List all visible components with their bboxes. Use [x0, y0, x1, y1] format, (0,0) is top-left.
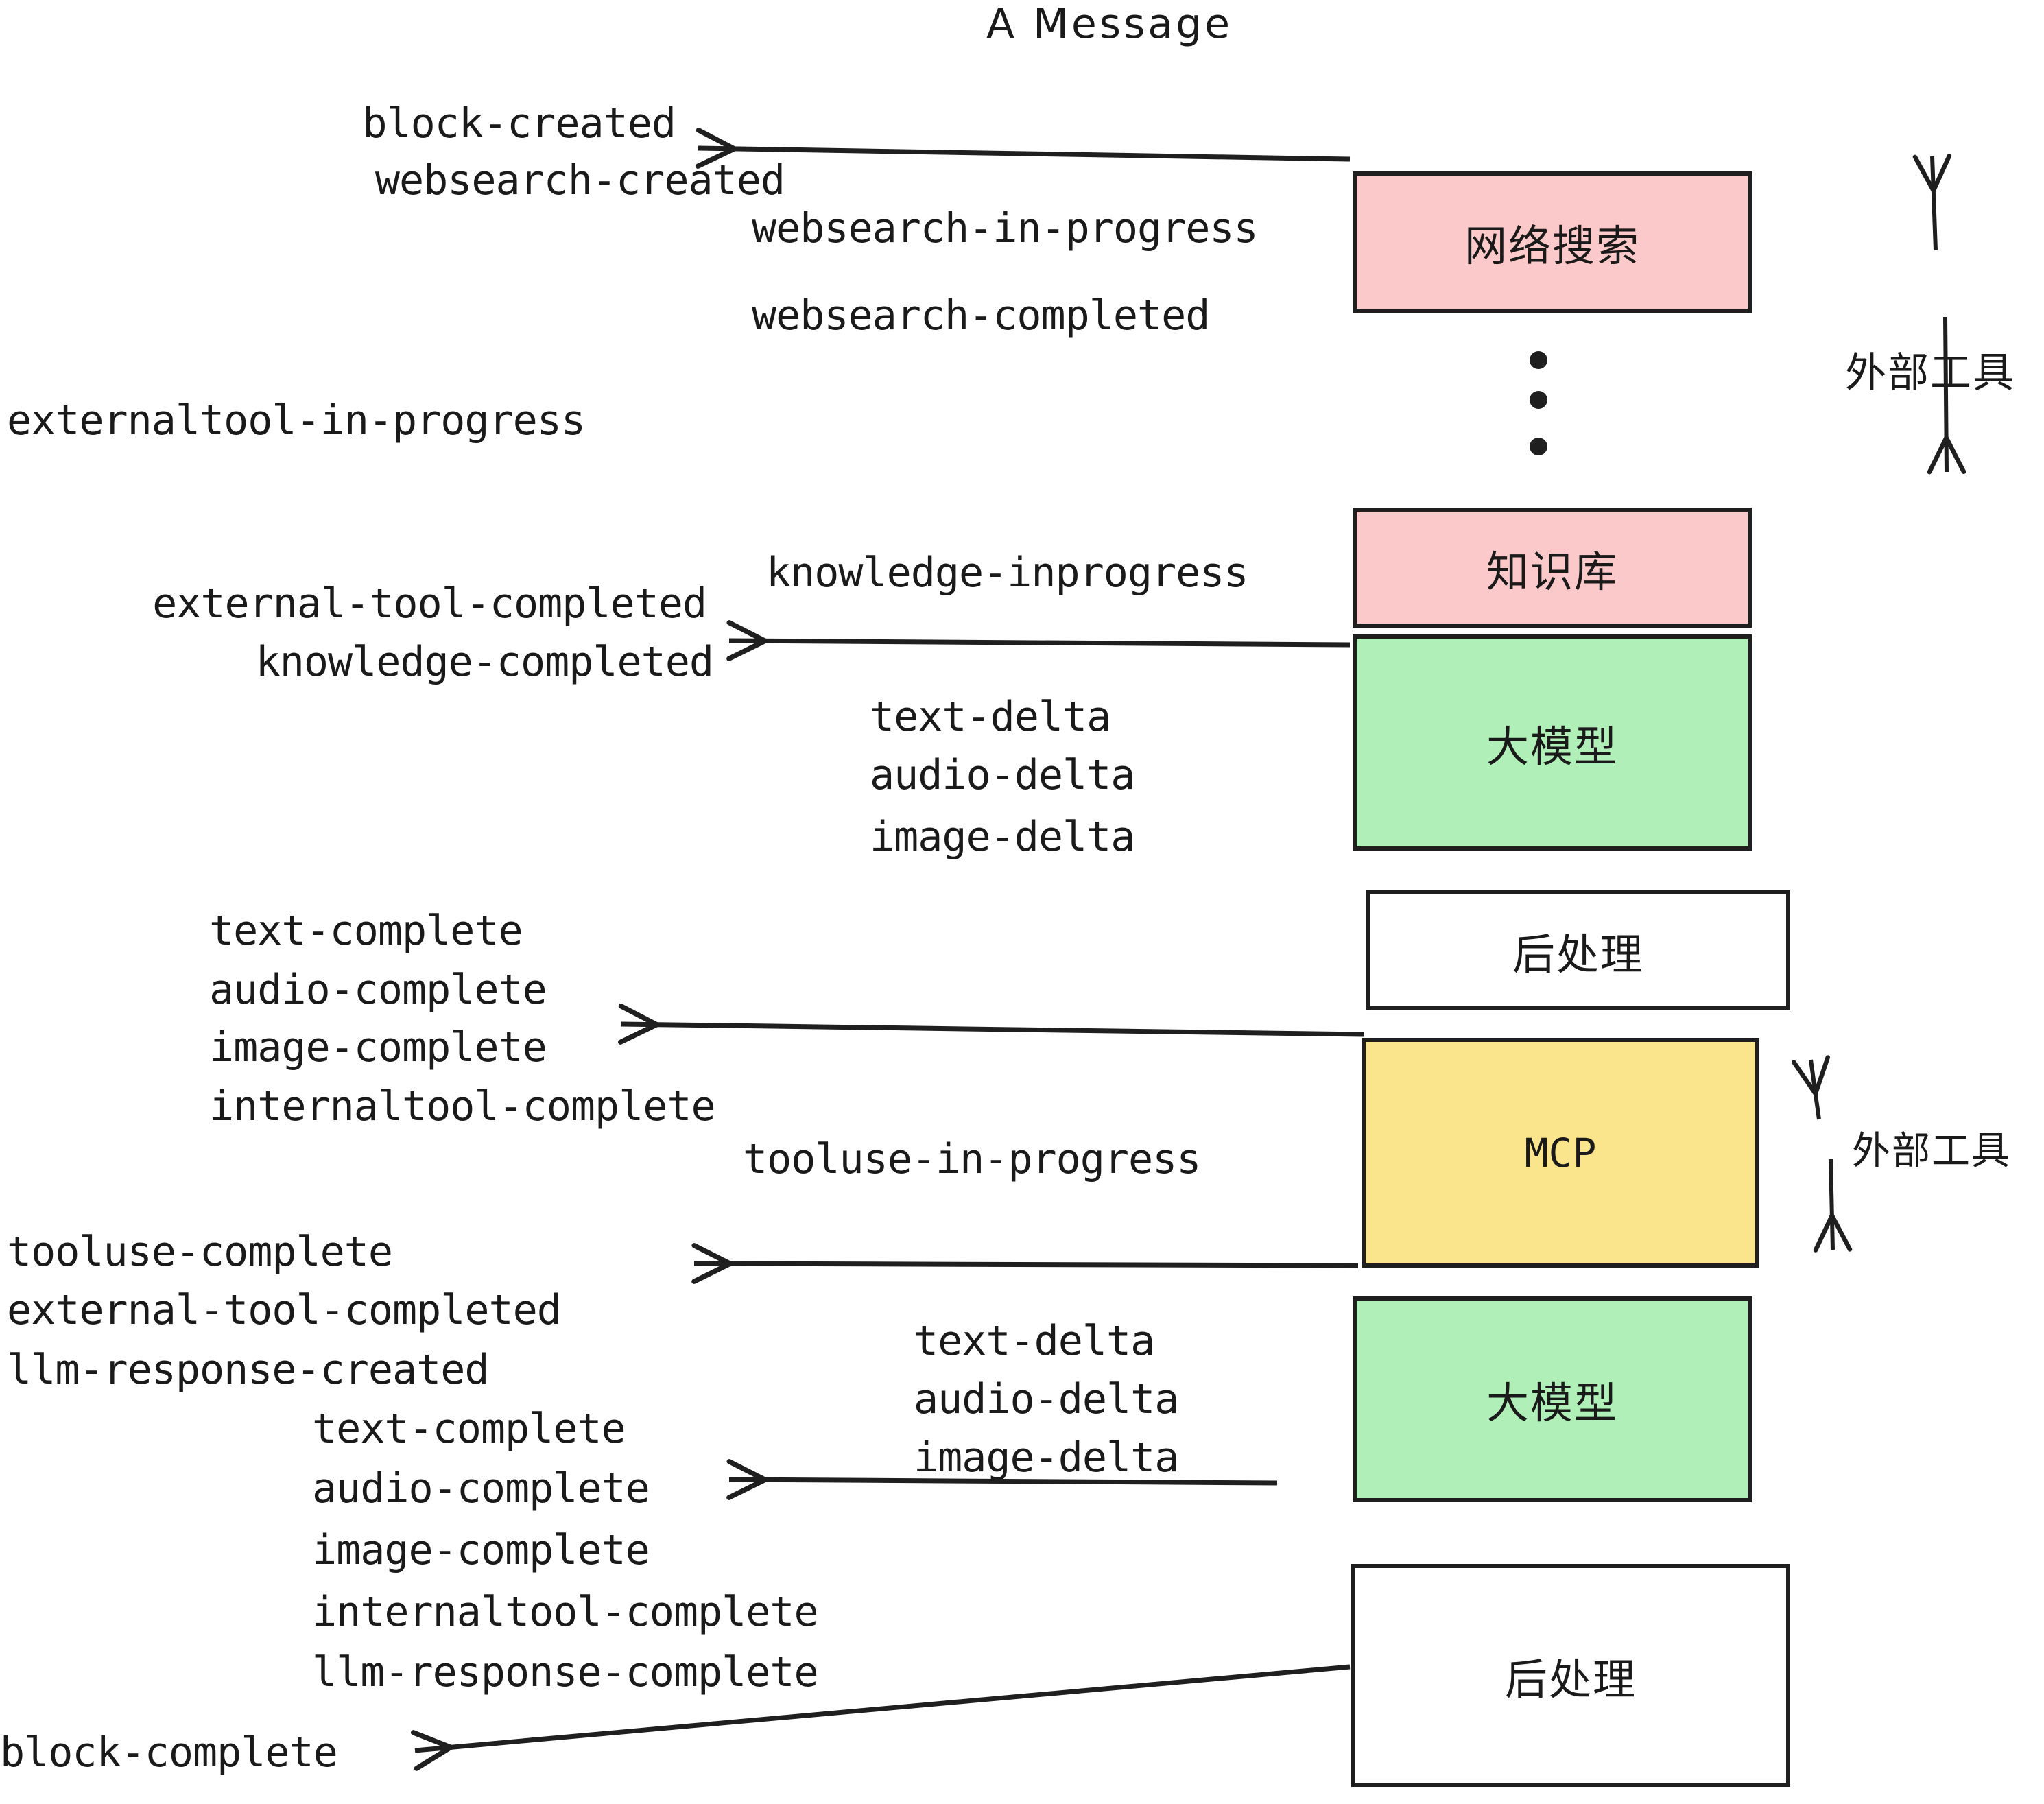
box-llm-second-label: 大模型: [1486, 1378, 1618, 1428]
box-llm-second: 大模型: [1353, 1296, 1752, 1502]
event-knowledge-completed: knowledge-completed: [255, 638, 714, 686]
event-tooluse-in-progress: tooluse-in-progress: [743, 1135, 1201, 1183]
box-knowledge: 知识库: [1353, 508, 1752, 628]
event-externaltool-in-progress: externaltool-in-progress: [7, 396, 586, 444]
event-external-tool-completed-second: external-tool-completed: [7, 1286, 562, 1334]
event-knowledge-inprogress: knowledge-inprogress: [766, 549, 1248, 597]
event-llm-response-created: llm-response-created: [7, 1346, 489, 1394]
event-websearch-completed: websearch-completed: [752, 292, 1210, 340]
event-image-delta-second: image-delta: [914, 1434, 1179, 1482]
event-llm-response-complete: llm-response-complete: [312, 1648, 819, 1696]
box-llm-first: 大模型: [1353, 634, 1752, 851]
box-postprocess-second-label: 后处理: [1504, 1654, 1637, 1705]
event-block-complete: block-complete: [0, 1729, 338, 1777]
diagram-title: A Message: [986, 0, 1233, 48]
box-mcp: MCP: [1362, 1038, 1759, 1268]
bracket-label-external-tool-bottom: 外部工具: [1852, 1129, 2011, 1174]
event-text-delta-second: text-delta: [914, 1317, 1155, 1365]
box-websearch: 网络搜索: [1353, 171, 1752, 313]
event-text-complete-first: text-complete: [209, 907, 523, 955]
ellipsis-dot: [1530, 391, 1547, 409]
arrow-external-tool-bottom-up: [1791, 1055, 1831, 1120]
box-knowledge-label: 知识库: [1486, 546, 1618, 597]
arrow-mcp-to-toolusecomplete: [691, 1243, 1359, 1284]
event-audio-complete-second: audio-complete: [312, 1464, 650, 1512]
box-llm-first-label: 大模型: [1486, 721, 1618, 772]
arrow-external-tool-bottom-down: [1813, 1159, 1853, 1253]
event-websearch-created: websearch-created: [375, 156, 785, 204]
box-postprocess-second: 后处理: [1351, 1564, 1790, 1787]
box-postprocess-first-label: 后处理: [1512, 929, 1644, 980]
event-internaltool-complete-second: internaltool-complete: [312, 1588, 819, 1636]
box-mcp-label: MCP: [1524, 1129, 1597, 1176]
event-internaltool-complete-first: internaltool-complete: [209, 1082, 716, 1130]
box-postprocess-first: 后处理: [1366, 890, 1790, 1010]
ellipsis-dot: [1530, 351, 1547, 369]
event-tooluse-complete: tooluse-complete: [7, 1228, 393, 1276]
event-image-complete-second: image-complete: [312, 1526, 650, 1574]
arrow-external-tool-top-up: [1912, 153, 1952, 251]
event-block-created: block-created: [362, 99, 676, 147]
bracket-label-external-tool-top: 外部工具: [1845, 349, 2015, 397]
event-image-delta-first: image-delta: [870, 813, 1135, 861]
arrow-knowledge-to-completed: [726, 620, 1351, 661]
arrow-websearch-to-blockcreated: [695, 128, 1351, 169]
event-audio-complete-first: audio-complete: [209, 966, 547, 1014]
event-audio-delta-first: audio-delta: [870, 751, 1135, 799]
event-websearch-in-progress: websearch-in-progress: [752, 204, 1259, 252]
arrow-mcp-to-imagecomplete: [617, 1004, 1364, 1045]
ellipsis-dot: [1530, 438, 1547, 455]
event-text-complete-second: text-complete: [312, 1405, 626, 1453]
event-image-complete-first: image-complete: [209, 1023, 547, 1071]
event-external-tool-completed-first: external-tool-completed: [152, 580, 707, 628]
event-audio-delta-second: audio-delta: [914, 1375, 1179, 1423]
box-websearch-label: 网络搜索: [1464, 221, 1640, 271]
event-text-delta-first: text-delta: [870, 693, 1111, 741]
